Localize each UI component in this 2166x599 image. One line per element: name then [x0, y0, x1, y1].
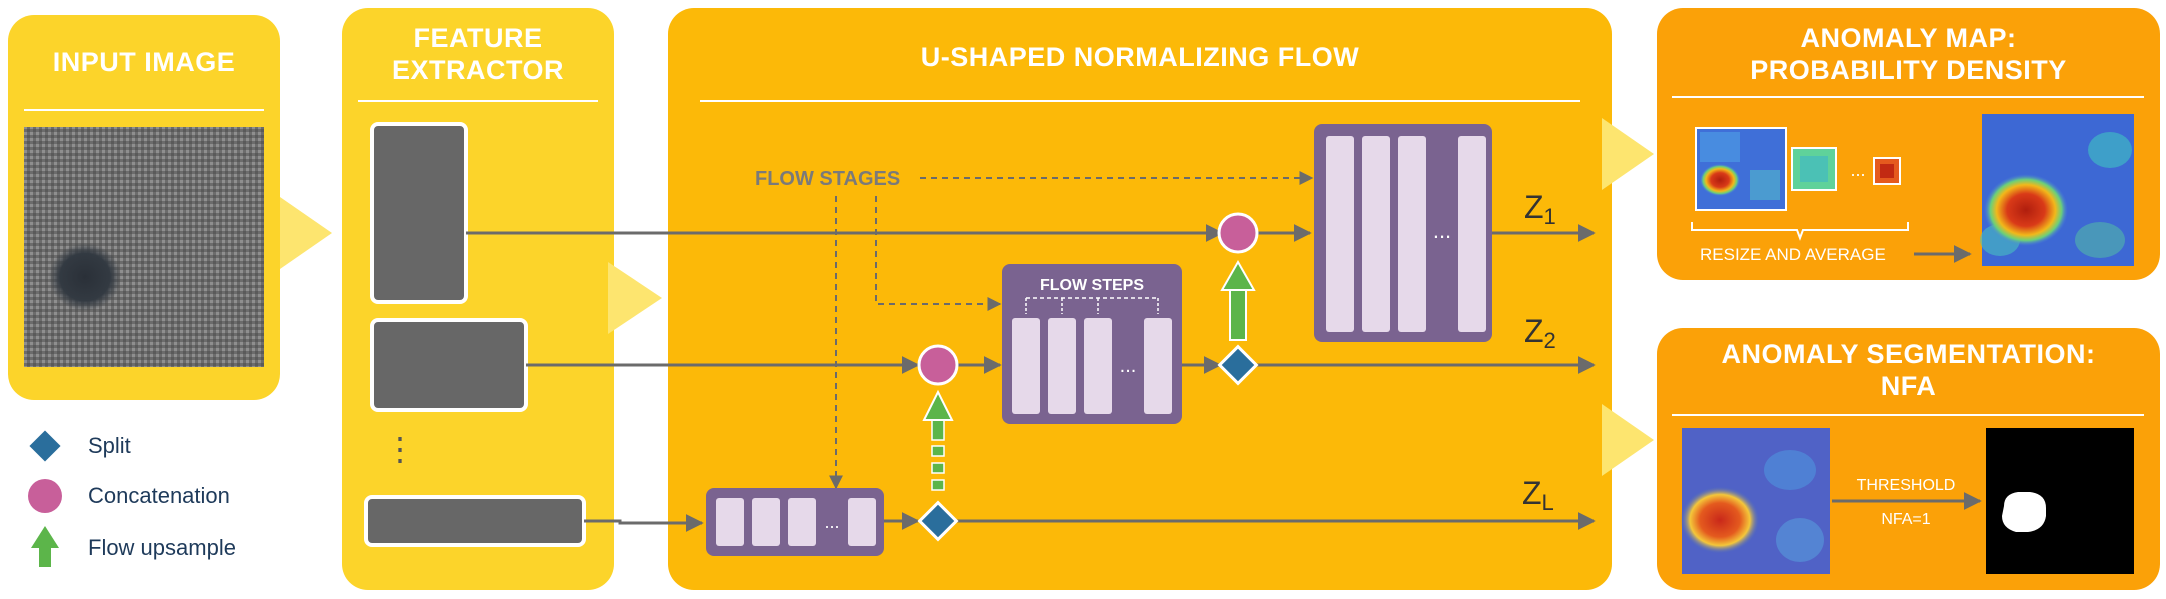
- heatmap-ellipsis: ...: [1850, 160, 1865, 180]
- map-title-divider: [1672, 96, 2144, 98]
- map-title-line1: ANOMALY MAP:: [1800, 23, 2017, 53]
- feature-ellipsis: ⋮: [384, 431, 416, 467]
- flow-title: U-SHAPED NORMALIZING FLOW: [920, 42, 1360, 72]
- feature-map-level-2: [370, 318, 528, 412]
- upsample-arrow-1: [1220, 259, 1256, 341]
- levelL-arrow: [584, 514, 704, 532]
- nfa-heatmap: [1680, 428, 1830, 574]
- resize-brace: [1691, 222, 1909, 241]
- split-diamond-l: [917, 500, 959, 542]
- legend-upsample-label: Flow upsample: [88, 535, 236, 560]
- legend-upsample-icon: [31, 526, 59, 567]
- heatmap-level-2: [1791, 147, 1837, 191]
- legend-split-icon: [26, 427, 64, 465]
- input-image-title: INPUT IMAGE: [52, 47, 236, 77]
- z2-label: Z2: [1524, 313, 1556, 353]
- feature-title-line1: FEATURE: [413, 23, 543, 53]
- feature-title-line2: EXTRACTOR: [391, 55, 564, 85]
- concat-circle-1: [1217, 212, 1259, 254]
- feature-to-flow-arrow: [608, 262, 662, 334]
- resize-average-label: RESIZE AND AVERAGE: [1700, 245, 1886, 264]
- seg-title-line2: NFA: [1880, 371, 1937, 401]
- feature-extractor-title: FEATURE EXTRACTOR: [342, 22, 614, 86]
- anomaly-map-title: ANOMALY MAP: PROBABILITY DENSITY: [1657, 22, 2160, 86]
- z1-label: Z1: [1524, 189, 1556, 229]
- legend-split-label: Split: [88, 433, 131, 458]
- concat-circle-2: [917, 344, 959, 386]
- stageL-ellipsis: ...: [824, 512, 839, 532]
- input-title-divider: [24, 109, 264, 111]
- seg-title-divider: [1672, 414, 2144, 416]
- threshold-label: THRESHOLD: [1857, 477, 1956, 494]
- feature-map-level-1: [370, 122, 468, 304]
- nfa-label: NFA=1: [1881, 511, 1930, 528]
- flow-to-map-arrow: [1602, 118, 1654, 190]
- flow-to-seg-arrow: [1602, 404, 1654, 476]
- map-title-line2: PROBABILITY DENSITY: [1750, 55, 2067, 85]
- stage2-ellipsis: ...: [1120, 355, 1137, 377]
- input-to-feature-arrow: [280, 197, 332, 269]
- anomaly-map-result: [1980, 114, 2134, 266]
- flow-stage-1: ...: [1314, 124, 1492, 342]
- flow-stage-2: FLOW STEPS ...: [1002, 264, 1182, 424]
- upsample-arrow-2-dashed: [922, 389, 954, 491]
- input-fabric-image: [24, 127, 264, 367]
- segmentation-mask: [1986, 428, 2134, 574]
- anomaly-seg-title: ANOMALY SEGMENTATION: NFA: [1657, 338, 2160, 402]
- stage1-ellipsis: ...: [1433, 218, 1451, 243]
- heatmap-level-1: [1695, 127, 1787, 211]
- feature-title-divider: [358, 100, 598, 102]
- flow-title-divider: [700, 100, 1580, 102]
- flow-stage-l: ...: [706, 488, 884, 556]
- flow-stages-label: FLOW STAGES: [755, 168, 900, 190]
- flow-steps-label: FLOW STEPS: [1040, 277, 1144, 294]
- zl-label: ZL: [1522, 475, 1554, 515]
- flow-stages-to-stage2-dash: [875, 196, 1002, 311]
- split-diamond-2: [1217, 344, 1259, 386]
- legend-concat-icon: [28, 479, 62, 513]
- legend-concat-label: Concatenation: [88, 483, 230, 508]
- feature-extractor-panel: FEATURE EXTRACTOR: [342, 8, 614, 590]
- heatmap-level-l: [1873, 157, 1901, 185]
- seg-title-line1: ANOMALY SEGMENTATION:: [1721, 339, 2096, 369]
- feature-map-level-l: [364, 495, 586, 547]
